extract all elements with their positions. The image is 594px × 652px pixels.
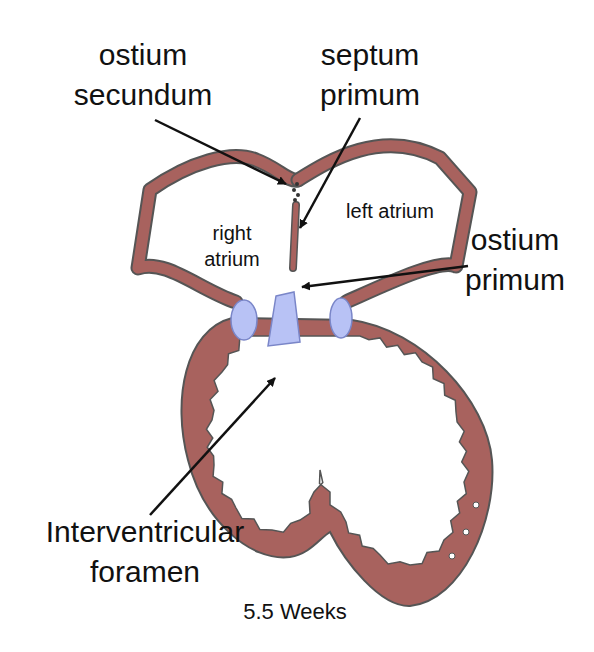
- wall-dots: [449, 502, 479, 559]
- atrial-wall: [138, 146, 470, 302]
- endocardial-cushion: [231, 292, 352, 346]
- chamber-label: left atrium: [346, 198, 434, 224]
- structure-label: septum primum: [285, 35, 455, 115]
- ostium-secundum-perforations: [292, 182, 300, 202]
- ventricle-cavity: [206, 336, 468, 565]
- structure-label: ostium primum: [440, 220, 590, 300]
- structure-label: ostium secundum: [43, 35, 243, 115]
- leader-line: [150, 118, 468, 515]
- chamber-label: right atrium: [188, 220, 276, 272]
- structure-label: Interventricular foramen: [10, 512, 280, 592]
- caption: 5.5 Weeks: [195, 598, 395, 626]
- ventricle-wall: [181, 318, 492, 606]
